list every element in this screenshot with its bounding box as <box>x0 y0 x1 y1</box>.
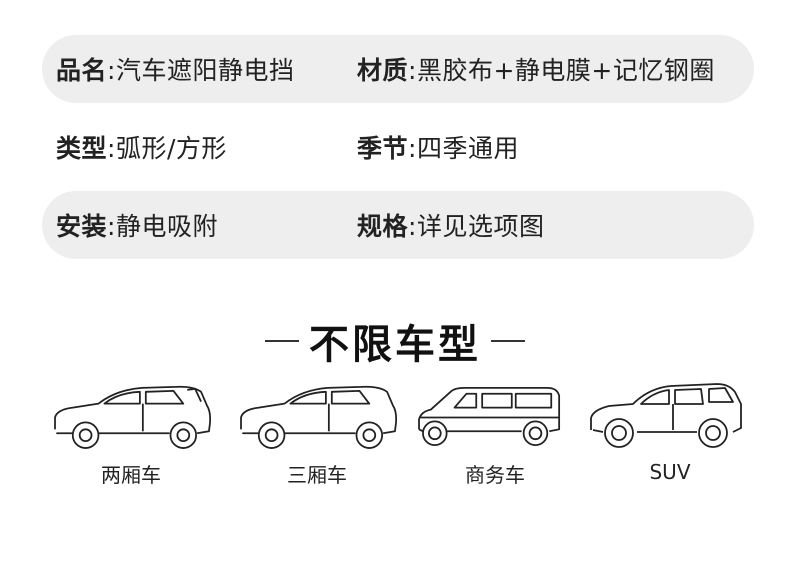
section-title: 不限车型 <box>0 312 790 370</box>
spec-season: 季节:四季通用 <box>357 134 519 163</box>
van-icon <box>418 386 561 446</box>
spec-size: 规格:详见选项图 <box>357 212 545 241</box>
title-dash-left <box>265 340 299 342</box>
car-label: 商务车 <box>465 463 525 487</box>
car-label: 两厢车 <box>101 463 161 487</box>
car-label: SUV <box>649 460 691 484</box>
spec-row-1: 品名:汽车遮阳静电挡 材质:黑胶布+静电膜+记忆钢圈 <box>42 35 754 103</box>
car-sedan: 三厢车 <box>232 378 402 488</box>
spec-name: 品名:汽车遮阳静电挡 <box>56 56 295 85</box>
car-hatchback: 两厢车 <box>46 378 216 488</box>
section-title-text: 不限车型 <box>309 322 481 368</box>
spec-row-3: 安装:静电吸附 规格:详见选项图 <box>42 191 754 259</box>
sedan-icon <box>240 385 398 449</box>
spec-install: 安装:静电吸附 <box>56 212 218 241</box>
title-dash-right <box>491 340 525 342</box>
hatchback-icon <box>54 385 212 449</box>
car-suv: SUV <box>585 378 755 488</box>
spec-material: 材质:黑胶布+静电膜+记忆钢圈 <box>357 56 715 85</box>
car-van: 商务车 <box>410 378 580 488</box>
spec-type: 类型:弧形/方形 <box>56 134 227 163</box>
car-label: 三厢车 <box>287 463 347 487</box>
spec-row-2: 类型:弧形/方形 季节:四季通用 <box>42 113 754 181</box>
suv-icon <box>590 383 742 448</box>
